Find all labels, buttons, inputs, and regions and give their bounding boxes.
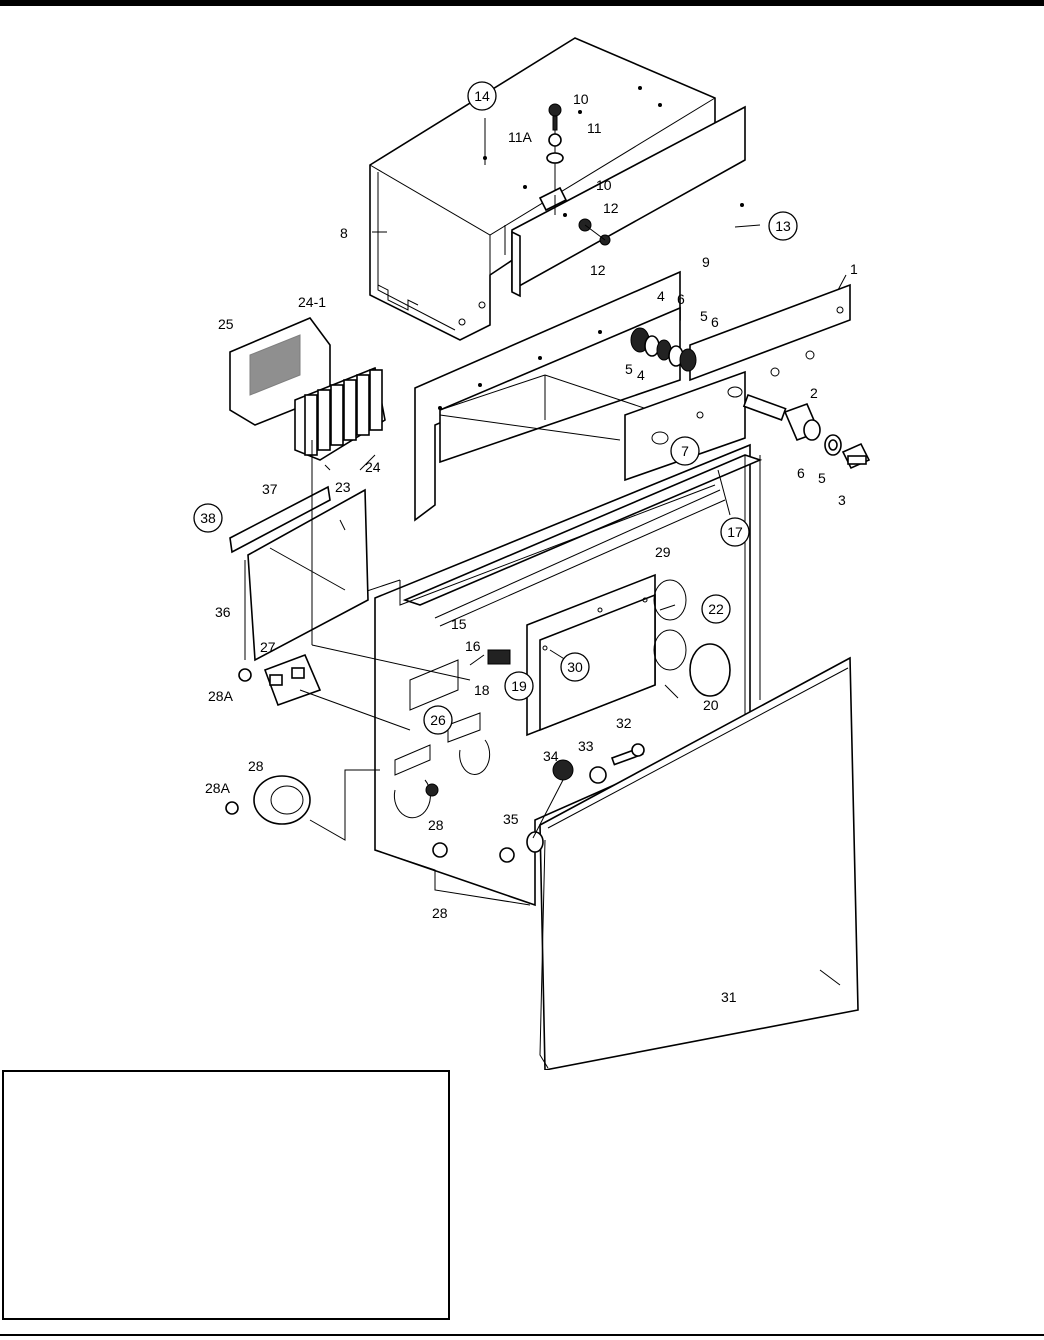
callout-21: 22	[701, 594, 731, 624]
callout-37: 37	[262, 481, 278, 497]
output-stud-hardware	[630, 327, 871, 470]
callout-3: 3	[838, 492, 846, 508]
callout-9: 9	[702, 254, 710, 270]
callout-2: 2	[810, 385, 818, 401]
callout-27: 28	[248, 758, 264, 774]
notes-box	[2, 1070, 450, 1320]
callout-16: 16	[465, 638, 481, 654]
callout-28a-1: 28A	[208, 688, 234, 704]
callout-5a: 5	[700, 308, 708, 324]
callout-4b: 4	[637, 367, 645, 383]
callout-34: 34	[543, 748, 559, 764]
top-cover	[369, 37, 716, 341]
front-panel	[339, 443, 763, 907]
callout-26: 27	[260, 639, 276, 655]
callout-18: 18	[474, 682, 490, 698]
callout-6a: 6	[677, 291, 685, 307]
callout-10: 10	[596, 177, 612, 193]
svg-text:22: 22	[708, 601, 724, 617]
rear-bar	[689, 283, 851, 382]
callout-7: 7	[670, 436, 700, 466]
svg-text:38: 38	[200, 510, 216, 526]
callout-4a: 4	[657, 288, 665, 304]
hinge-hardware	[538, 103, 611, 246]
callout-19: 19	[504, 671, 534, 701]
bottom-rule	[0, 1334, 1044, 1336]
callout-1: 1	[850, 261, 858, 277]
callout-29: 29	[655, 544, 671, 560]
callout-28-1: 28	[428, 817, 444, 833]
leader-lines	[324, 224, 847, 986]
terminal-block-assembly	[229, 317, 386, 461]
callout-35: 35	[503, 811, 519, 827]
callout-6c: 6	[797, 465, 805, 481]
terminal-plate	[624, 370, 746, 482]
svg-text:14: 14	[474, 88, 490, 104]
callout-12a: 12	[603, 200, 619, 216]
callout-25: 26	[423, 705, 453, 735]
callout-30: 30	[560, 652, 590, 682]
callout-11: 10	[573, 91, 589, 107]
svg-text:26: 26	[430, 712, 446, 728]
svg-text:30: 30	[567, 659, 583, 675]
callout-14: 14	[467, 81, 497, 111]
svg-text:17: 17	[727, 524, 743, 540]
door-hardware	[499, 743, 645, 863]
callout-labels: 14 10 11 11A 10 12 12 13 8 9 1 24-1 25 4…	[193, 81, 858, 1005]
svg-text:19: 19	[511, 678, 527, 694]
callout-11b: 11A	[508, 129, 533, 145]
top-rule	[0, 0, 1044, 6]
callout-28-2: 28	[432, 905, 448, 921]
callout-23: 24	[365, 459, 381, 475]
callout-33: 33	[578, 738, 594, 754]
callout-38: 38	[193, 503, 223, 533]
callout-8: 8	[340, 225, 348, 241]
svg-text:7: 7	[681, 443, 689, 459]
callout-28a-2: 28A	[205, 780, 231, 796]
assembly-lines	[269, 118, 564, 841]
callout-24: 24-1	[298, 294, 326, 310]
callout-6b: 6	[711, 314, 719, 330]
svg-text:13: 13	[775, 218, 791, 234]
callout-15: 15	[451, 616, 467, 632]
upper-panel	[414, 270, 681, 522]
callout-24-1: 25	[218, 316, 234, 332]
callout-5c: 5	[818, 470, 826, 486]
front-door	[526, 656, 859, 1070]
cover-panel	[511, 105, 746, 298]
exploded-parts-diagram: 14 10 11 11A 10 12 12 13 8 9 1 24-1 25 4…	[193, 37, 871, 1070]
callout-31: 31	[721, 989, 737, 1005]
callout-17: 17	[720, 517, 750, 547]
callout-5b: 5	[625, 361, 633, 377]
callout-22: 23	[335, 479, 351, 495]
rear-plate-assembly	[229, 485, 369, 662]
callout-20: 20	[703, 697, 719, 713]
callout-32: 32	[616, 715, 632, 731]
callout-13: 13	[768, 211, 798, 241]
callout-36: 36	[215, 604, 231, 620]
callout-11a: 11	[587, 120, 602, 136]
callout-12: 12	[590, 262, 606, 278]
